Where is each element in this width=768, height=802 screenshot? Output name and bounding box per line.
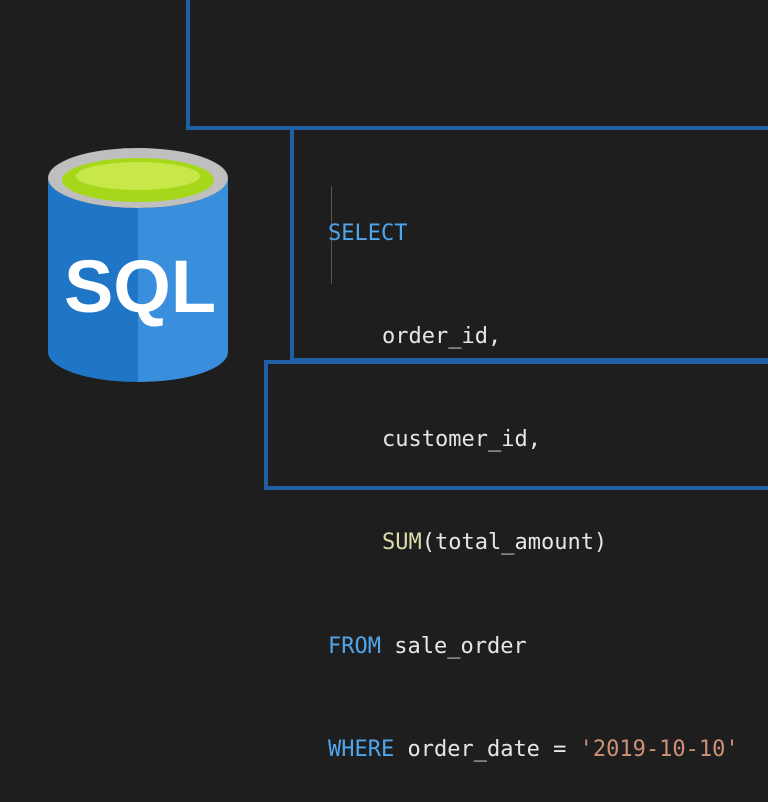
cylinder-body-left xyxy=(48,178,138,382)
indent-guide xyxy=(331,186,332,284)
logo-text: SQL xyxy=(64,245,216,328)
column-name: customer_id, xyxy=(382,427,541,453)
cylinder-liquid-highlight xyxy=(76,162,200,190)
table-name: sale_order xyxy=(380,633,527,659)
date-string: '2019-10-10' xyxy=(579,736,739,762)
function-sum: SUM xyxy=(382,530,422,556)
code-line: SUM(total_amount) xyxy=(328,526,739,560)
code-line: customer_id, xyxy=(328,423,739,457)
keyword-select: SELECT xyxy=(328,220,408,246)
function-args: (total_amount) xyxy=(421,530,608,556)
top-panel xyxy=(186,0,768,130)
where-condition: order_date = xyxy=(394,736,580,762)
keyword-where: WHERE xyxy=(328,736,395,762)
code-line: WHERE order_date = '2019-10-10' xyxy=(328,733,739,767)
code-line: FROM sale_order xyxy=(328,630,739,664)
column-name: order_id, xyxy=(382,324,502,350)
sql-database-icon: SQL xyxy=(48,148,228,382)
keyword-from: FROM xyxy=(328,633,381,659)
cylinder-body-right xyxy=(138,178,228,382)
bottom-panel xyxy=(264,360,768,490)
code-panel xyxy=(290,126,768,362)
code-line: order_id, xyxy=(328,320,739,354)
code-line: SELECT xyxy=(328,217,739,251)
